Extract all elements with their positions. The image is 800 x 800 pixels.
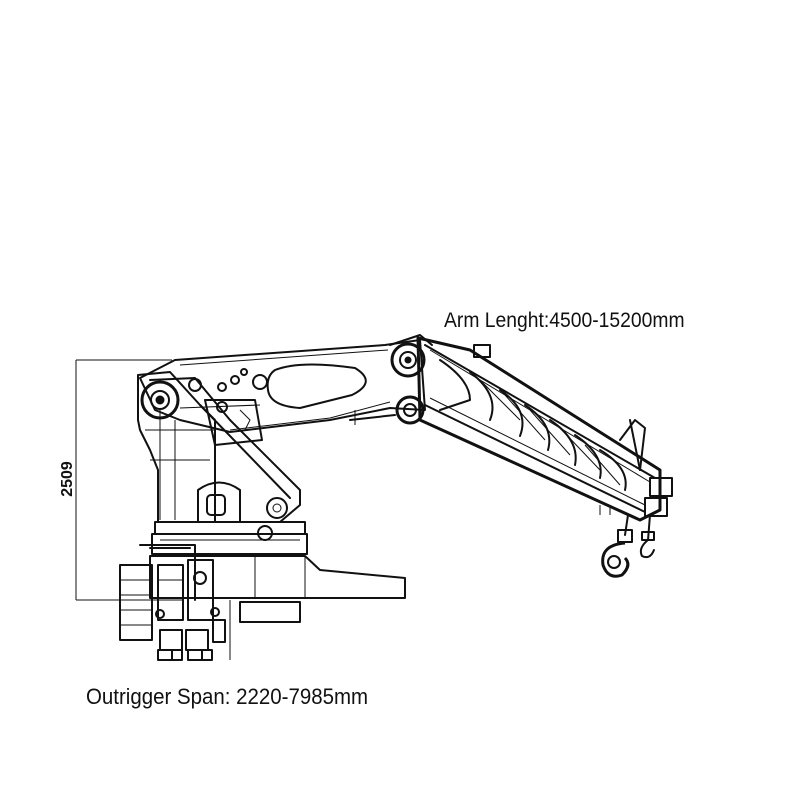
- crane-hook: [601, 514, 655, 578]
- main-boom: [139, 339, 426, 446]
- base-frame: [119, 521, 406, 661]
- height-dimension: [75, 359, 172, 601]
- telescopic-jib: [416, 336, 673, 522]
- arm-length-label: Arm Lenght:4500-15200mm: [444, 309, 685, 332]
- outrigger-span-label: Outrigger Span: 2220-7985mm: [86, 684, 369, 709]
- height-dimension-label: 2509: [58, 461, 76, 497]
- crane-column: [137, 371, 301, 541]
